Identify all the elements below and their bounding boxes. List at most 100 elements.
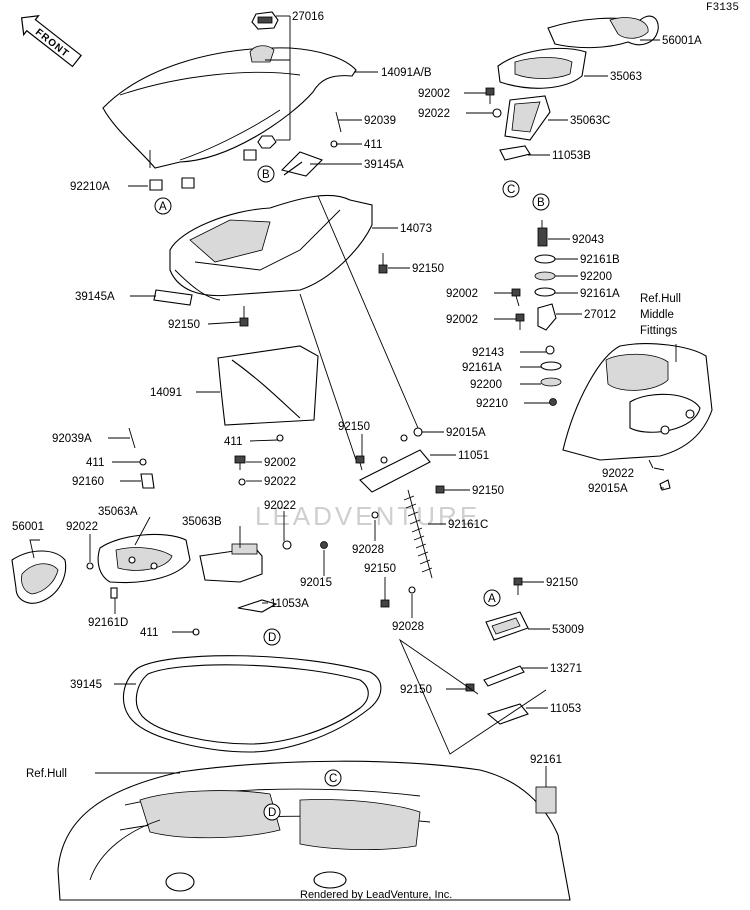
mirror-part-56001a xyxy=(547,15,659,49)
label-92022-e: 92022 xyxy=(602,468,634,480)
bracket-part-11051 xyxy=(359,427,431,493)
plate-part-11053 xyxy=(486,703,529,725)
bolt-part-92002 xyxy=(234,455,246,486)
bolt-part-92002-d xyxy=(515,313,525,330)
collar-92143 xyxy=(545,345,555,355)
callout-a: A xyxy=(154,197,172,215)
callout-c: C xyxy=(502,180,520,198)
label-92022-d: 92022 xyxy=(418,108,450,120)
nut-92015 xyxy=(320,541,328,549)
label-11053b: 11053B xyxy=(552,150,591,162)
label-56001a: 56001A xyxy=(662,35,702,47)
clip-part-92210a xyxy=(149,179,163,191)
label-92161d: 92161D xyxy=(88,617,128,629)
label-56001: 56001 xyxy=(12,521,44,533)
label-11053a: 11053A xyxy=(270,598,309,610)
spring-part-92161c xyxy=(403,489,433,579)
label-411-d: 411 xyxy=(140,627,158,639)
front-arrow-icon: FRONT xyxy=(20,14,82,68)
nut-part xyxy=(257,135,277,149)
label-92210: 92210 xyxy=(476,398,508,410)
label-35063a: 35063A xyxy=(98,506,138,518)
bracket-part-27012 xyxy=(537,303,557,331)
plate-part-11053b xyxy=(499,145,531,161)
washer-92028-a xyxy=(371,511,379,519)
nut-92210 xyxy=(549,398,557,406)
pin-part-92039a xyxy=(128,427,136,449)
callout-b-2: B xyxy=(532,193,550,211)
label-411-b: 411 xyxy=(224,436,242,448)
bolt-part-92043 xyxy=(537,220,548,247)
label-92039: 92039 xyxy=(364,115,396,127)
label-92002-d: 92002 xyxy=(446,314,478,326)
strip-part-top xyxy=(280,151,323,177)
bracket-part-35063b xyxy=(199,543,263,583)
label-92150-a: 92150 xyxy=(412,263,444,275)
label-14073: 14073 xyxy=(400,223,432,235)
label-92161: 92161 xyxy=(530,754,562,766)
bolt-part-92002-b xyxy=(485,87,495,104)
pin-part xyxy=(335,111,342,133)
label-92161c: 92161C xyxy=(448,519,488,531)
svg-text:A: A xyxy=(488,593,496,605)
label-92028-a: 92028 xyxy=(352,544,384,556)
hull-part xyxy=(57,760,571,901)
washer-92200-b xyxy=(540,377,562,387)
label-92161a-a: 92161A xyxy=(580,288,620,300)
leader-lines xyxy=(89,15,677,787)
label-39145a: 39145A xyxy=(75,291,115,303)
label-92143: 92143 xyxy=(472,347,504,359)
label-ref-hull: Ref.Hull xyxy=(26,768,67,780)
cap-part xyxy=(251,11,279,30)
label-35063: 35063 xyxy=(610,71,642,83)
label-13271: 13271 xyxy=(550,663,582,675)
label-ref-hull-middle-2: Middle xyxy=(640,309,674,321)
label-411-a: 411 xyxy=(364,139,382,151)
seat-part xyxy=(102,45,357,169)
svg-text:C: C xyxy=(329,773,337,785)
bolt-part-92150-d xyxy=(435,485,445,494)
label-92015a-b: 92015A xyxy=(588,483,628,495)
svg-text:A: A xyxy=(159,201,167,213)
svg-text:C: C xyxy=(507,184,515,196)
washer-92022-c xyxy=(86,562,94,570)
washer-411-c xyxy=(139,458,147,466)
label-35063b: 35063B xyxy=(182,516,222,528)
pin-92022-e xyxy=(648,459,654,469)
washer-411-b xyxy=(276,434,284,442)
cover-part-14091 xyxy=(217,345,319,426)
label-11053: 11053 xyxy=(550,703,581,715)
label-92200-b: 92200 xyxy=(470,379,502,391)
label-53009: 53009 xyxy=(552,624,584,636)
label-92160: 92160 xyxy=(72,476,104,488)
label-92022-a: 92022 xyxy=(264,476,296,488)
label-39145: 39145 xyxy=(70,679,102,691)
part-labels: 27016 14091A/B 92039 411 39145A 92210A 1… xyxy=(12,11,702,780)
label-92150-g: 92150 xyxy=(400,684,432,696)
washer-92161a-a xyxy=(534,287,556,297)
strap-part-13271 xyxy=(483,665,525,687)
washer-92200-a xyxy=(534,271,556,281)
strip-part-39145a xyxy=(153,289,193,306)
label-92161a-b: 92161A xyxy=(462,362,502,374)
svg-text:D: D xyxy=(268,632,276,644)
label-92161b: 92161B xyxy=(580,254,620,266)
callout-b: B xyxy=(257,165,275,183)
svg-text:B: B xyxy=(537,197,545,209)
label-27012: 27012 xyxy=(584,309,616,321)
washer-92022-d xyxy=(492,108,502,118)
callout-c-2: C xyxy=(324,769,342,787)
label-39145a-top: 39145A xyxy=(364,159,404,171)
washer-92161a-b xyxy=(540,361,562,371)
gasket-part-39145 xyxy=(122,655,382,753)
latch-part-53009 xyxy=(485,611,529,641)
bolt-part-92150-g xyxy=(465,683,475,692)
spacer-92161d xyxy=(110,587,118,599)
clip-part-2 xyxy=(181,177,195,189)
label-92015: 92015 xyxy=(300,577,332,589)
label-35063c: 35063C xyxy=(570,115,610,127)
hull-middle-fitting xyxy=(562,343,713,461)
housing-part-35063a xyxy=(97,533,191,584)
label-411-c: 411 xyxy=(86,457,104,469)
